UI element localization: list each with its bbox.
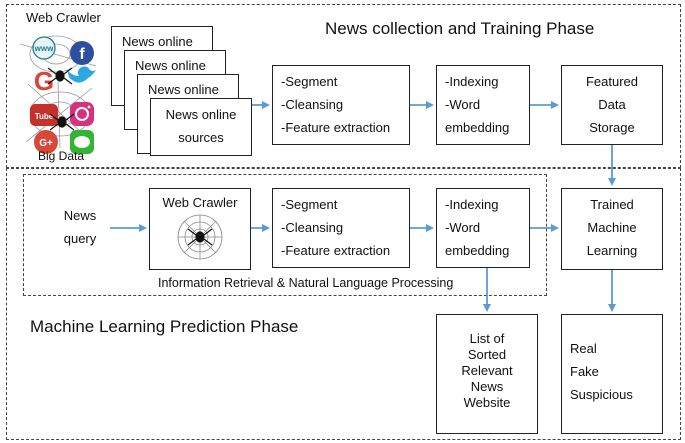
crawler-panel-title: Web Crawler: [26, 10, 101, 25]
relevant-news-list-box: List of Sorted Relevant News Website: [436, 314, 538, 434]
preprocess-step: -Segment: [281, 74, 338, 89]
result-list-line: Sorted: [467, 347, 507, 362]
training-phase-region: [6, 4, 681, 168]
storage-line: Data: [598, 97, 626, 112]
ir-nlp-label: Information Retrieval & Natural Language…: [158, 276, 454, 290]
indexing-box-prediction: -Indexing -Word embedding: [436, 188, 530, 268]
spider-web-collage: www f G Tube G+: [19, 35, 97, 154]
web-crawler-box: Web Crawler: [149, 188, 251, 270]
trained-ml-box: Trained Machine Learning: [561, 188, 663, 270]
indexing-step: -Word: [445, 97, 481, 112]
google-icon: G: [34, 66, 54, 96]
featured-data-storage-box: Featured Data Storage: [561, 65, 663, 145]
result-list-line: Relevant: [461, 363, 513, 378]
indexing-step: -Indexing: [445, 197, 499, 212]
trained-line: Trained: [590, 197, 634, 212]
prediction-classes-box: Real Fake Suspicious: [561, 314, 663, 434]
web-crawler-label: Web Crawler: [162, 195, 238, 210]
news-online-card-label: News online: [135, 58, 206, 73]
news-online-sources-card: News online sources: [150, 98, 252, 156]
result-list-line: News: [470, 379, 504, 394]
svg-text:G+: G+: [39, 138, 53, 149]
trained-line: Learning: [586, 243, 638, 258]
www-globe-icon: www: [32, 36, 56, 60]
crawler-panel: Web Crawler www f G Tube: [18, 8, 108, 164]
prediction-phase-title: Machine Learning Prediction Phase: [30, 317, 299, 336]
preprocess-step: -Cleansing: [281, 220, 344, 235]
class-label-real: Real: [570, 341, 597, 356]
spider-web-icon: [177, 214, 223, 260]
indexing-box-training: -Indexing -Word embedding: [436, 65, 530, 145]
instagram-icon: [70, 102, 94, 126]
svg-text:f: f: [79, 46, 85, 63]
indexing-step: embedding: [445, 243, 510, 258]
storage-line: Featured: [585, 74, 639, 89]
training-phase-title: News collection and Training Phase: [325, 19, 595, 38]
news-query-line: query: [63, 231, 97, 246]
spider-icon: [49, 113, 75, 131]
news-online-sources-line: News online: [165, 107, 237, 122]
twitter-icon: [68, 66, 96, 83]
indexing-step: -Word: [445, 220, 481, 235]
preprocess-box-training: -Segment -Cleansing -Feature extraction: [272, 65, 410, 145]
news-online-card-label: News online: [148, 82, 219, 97]
svg-text:Tube: Tube: [35, 112, 54, 121]
preprocess-box-prediction: -Segment -Cleansing -Feature extraction: [272, 188, 410, 268]
preprocess-step: -Cleansing: [281, 97, 344, 112]
preprocess-step: -Segment: [281, 197, 338, 212]
big-data-caption: Big Data: [38, 149, 85, 163]
class-label-suspicious: Suspicious: [570, 387, 633, 402]
indexing-step: embedding: [445, 120, 510, 135]
news-online-sources-line: sources: [178, 130, 224, 145]
result-list-line: Website: [463, 395, 511, 410]
svg-text:www: www: [34, 44, 54, 53]
preprocess-step: -Feature extraction: [281, 120, 391, 135]
storage-line: Storage: [589, 120, 635, 135]
svg-text:G: G: [34, 66, 54, 96]
line-icon: [70, 130, 94, 154]
preprocess-step: -Feature extraction: [281, 243, 391, 258]
news-online-card-label: News online: [122, 34, 193, 49]
class-label-fake: Fake: [570, 364, 599, 379]
prediction-phase-region: [6, 168, 681, 440]
facebook-icon: f: [70, 41, 94, 65]
google-plus-icon: G+: [34, 130, 58, 154]
result-list-line: List of: [469, 331, 505, 346]
news-query-line: News: [63, 208, 97, 223]
youtube-icon: Tube: [30, 104, 58, 126]
trained-line: Machine: [587, 220, 637, 235]
spider-icon: [47, 67, 73, 85]
indexing-step: -Indexing: [445, 74, 499, 89]
ir-nlp-region: [23, 174, 547, 296]
